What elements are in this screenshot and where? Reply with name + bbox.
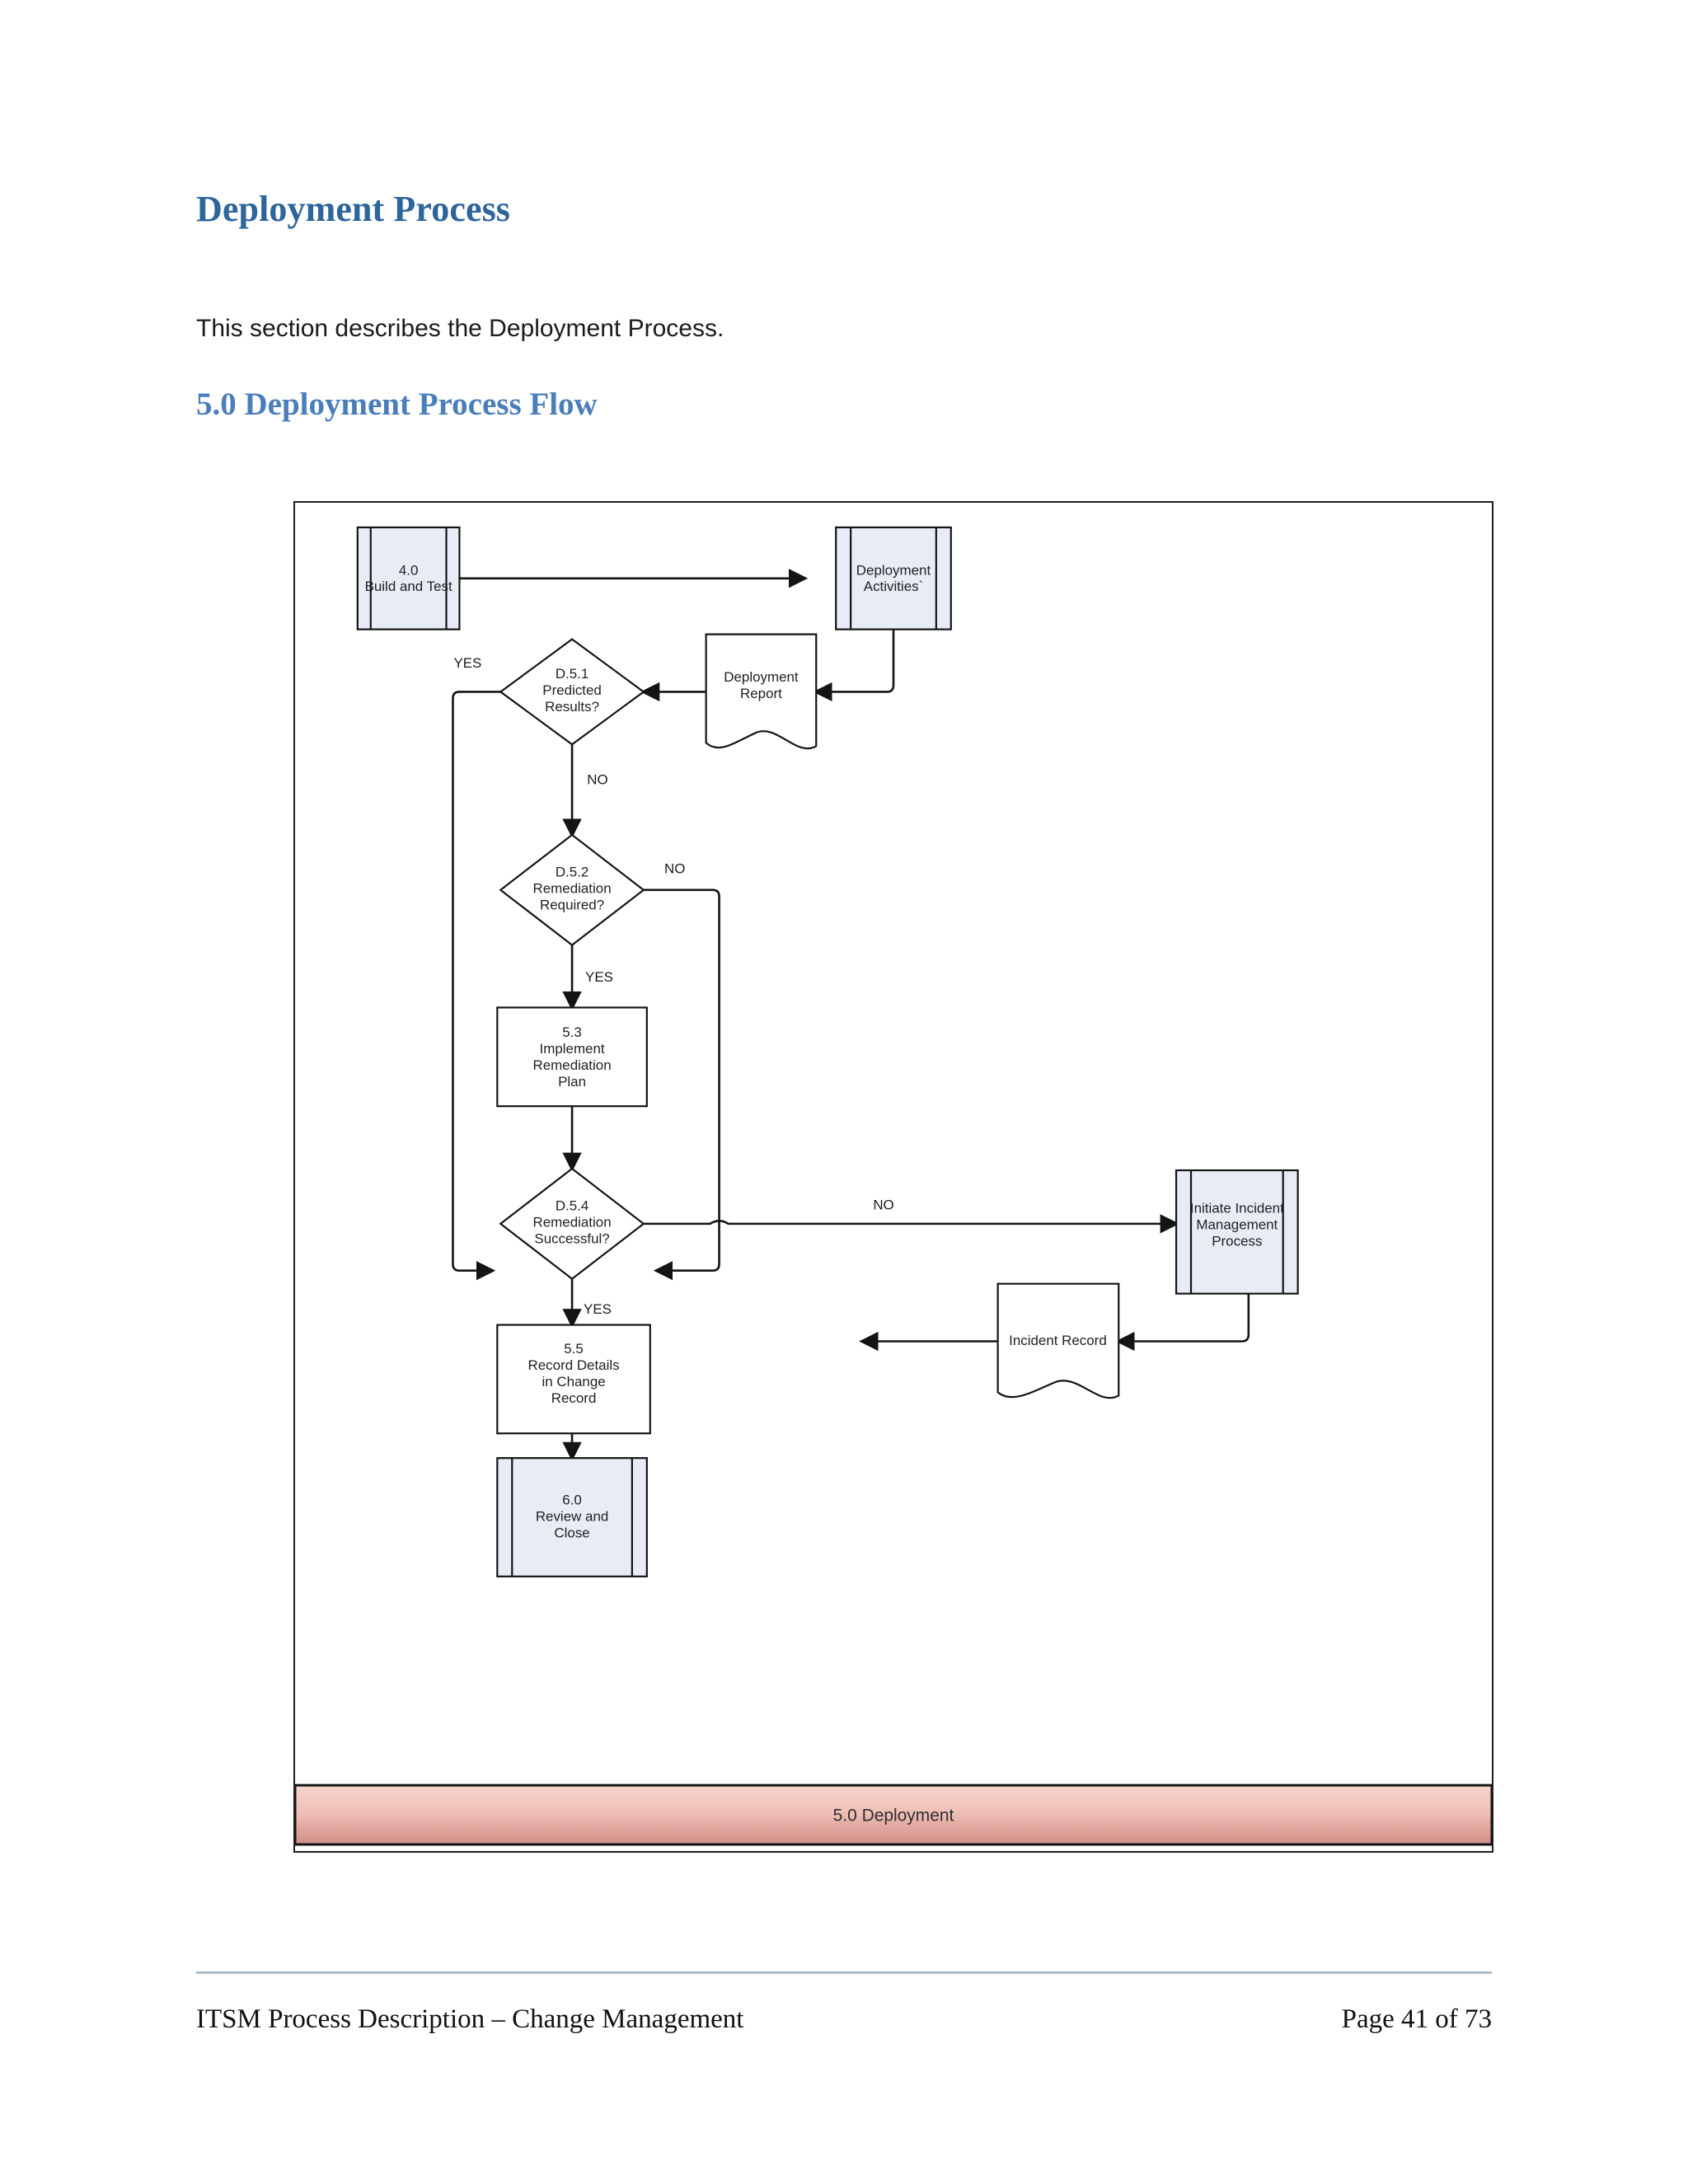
- node-implement-remediation-plan[interactable]: 5.3 Implement Remediation Plan: [496, 1006, 648, 1108]
- node-d54-line1: D.5.4: [556, 1197, 588, 1213]
- node-review-close-line3: Close: [554, 1525, 589, 1540]
- node-record-details-line1: 5.5: [564, 1341, 584, 1357]
- footer-page-number: Page 41 of 73: [1341, 2004, 1492, 2034]
- edge-label-d54-yes: YES: [584, 1301, 612, 1317]
- node-d51-predicted-results[interactable]: D.5.1 Predicted Results?: [499, 638, 645, 746]
- page-title: Deployment Process: [196, 189, 511, 229]
- edge-label-d51-no: NO: [587, 772, 607, 788]
- connector-d51-yes-to-record-details: [452, 691, 501, 1281]
- intro-paragraph: This section describes the Deployment Pr…: [196, 315, 724, 342]
- connector-activities-to-report: [813, 624, 895, 702]
- edge-label-d52-no: NO: [664, 860, 685, 876]
- connector-incident-process-to-incident-record: [1115, 1293, 1250, 1352]
- node-build-and-test-line1: 4.0: [399, 562, 419, 578]
- section-heading: 5.0 Deployment Process Flow: [196, 387, 598, 422]
- node-deployment-activities[interactable]: Deployment Activities`: [835, 526, 952, 630]
- node-d52-remediation-required[interactable]: D.5.2 Remediation Required?: [499, 833, 645, 947]
- node-d51-line2: Predicted: [542, 682, 602, 698]
- node-d51-line1: D.5.1: [556, 666, 588, 682]
- node-deployment-report-line1: Deployment: [724, 669, 799, 685]
- node-deployment-report[interactable]: Deployment Report: [705, 633, 818, 750]
- node-initiate-incident-line3: Process: [1212, 1233, 1262, 1249]
- node-implement-line4: Plan: [558, 1074, 586, 1090]
- edge-label-d52-yes: YES: [585, 969, 613, 985]
- node-implement-line2: Implement: [540, 1041, 605, 1057]
- node-record-details-line2: Record Details: [528, 1357, 620, 1373]
- node-implement-line1: 5.3: [562, 1024, 582, 1040]
- connector-d54-no-to-incident-process: [643, 1214, 1179, 1234]
- footer-document-title: ITSM Process Description – Change Manage…: [196, 2004, 744, 2034]
- connector-d52-no-to-record-details: [643, 888, 720, 1281]
- node-build-and-test[interactable]: 4.0 Build and Test: [356, 526, 461, 630]
- swimlane-band-label: 5.0 Deployment: [833, 1807, 954, 1825]
- node-deployment-report-line2: Report: [740, 686, 782, 701]
- footer-divider: [196, 1971, 1492, 1974]
- node-d52-line3: Required?: [540, 897, 604, 912]
- edge-label-d51-yes: YES: [453, 655, 481, 671]
- node-record-details-line3: in Change: [542, 1374, 605, 1390]
- node-d52-line2: Remediation: [533, 880, 612, 896]
- node-implement-line3: Remediation: [533, 1057, 612, 1073]
- node-review-close-line1: 6.0: [562, 1493, 582, 1508]
- node-deployment-activities-line2: Activities`: [864, 579, 923, 594]
- node-deployment-activities-line1: Deployment: [856, 562, 931, 578]
- swimlane-band: 5.0 Deployment: [295, 1783, 1492, 1846]
- node-d54-line2: Remediation: [533, 1214, 612, 1230]
- node-d54-remediation-successful[interactable]: D.5.4 Remediation Successful?: [499, 1167, 645, 1281]
- node-build-and-test-line2: Build and Test: [365, 579, 452, 594]
- edge-label-d54-no: NO: [873, 1197, 893, 1212]
- node-incident-record-line1: Incident Record: [1009, 1333, 1107, 1348]
- node-initiate-incident-line2: Management: [1196, 1216, 1278, 1232]
- node-record-details-line4: Record: [551, 1390, 597, 1406]
- node-d54-line3: Successful?: [534, 1230, 609, 1246]
- deployment-process-flowchart: 4.0 Build and Test Deployment Activities…: [295, 526, 1492, 1846]
- node-initiate-incident-management-process[interactable]: Initiate Incident Management Process: [1175, 1169, 1299, 1295]
- node-incident-record[interactable]: Incident Record: [996, 1282, 1120, 1399]
- node-review-and-close[interactable]: 6.0 Review and Close: [496, 1457, 648, 1577]
- flowchart-container: 4.0 Build and Test Deployment Activities…: [293, 501, 1493, 1853]
- node-d51-line3: Results?: [545, 699, 599, 715]
- node-review-close-line2: Review and: [536, 1508, 609, 1524]
- node-record-details-in-change-record[interactable]: 5.5 Record Details in Change Record: [496, 1324, 651, 1435]
- node-initiate-incident-line1: Initiate Incident: [1190, 1200, 1284, 1216]
- node-d52-line1: D.5.2: [556, 864, 588, 879]
